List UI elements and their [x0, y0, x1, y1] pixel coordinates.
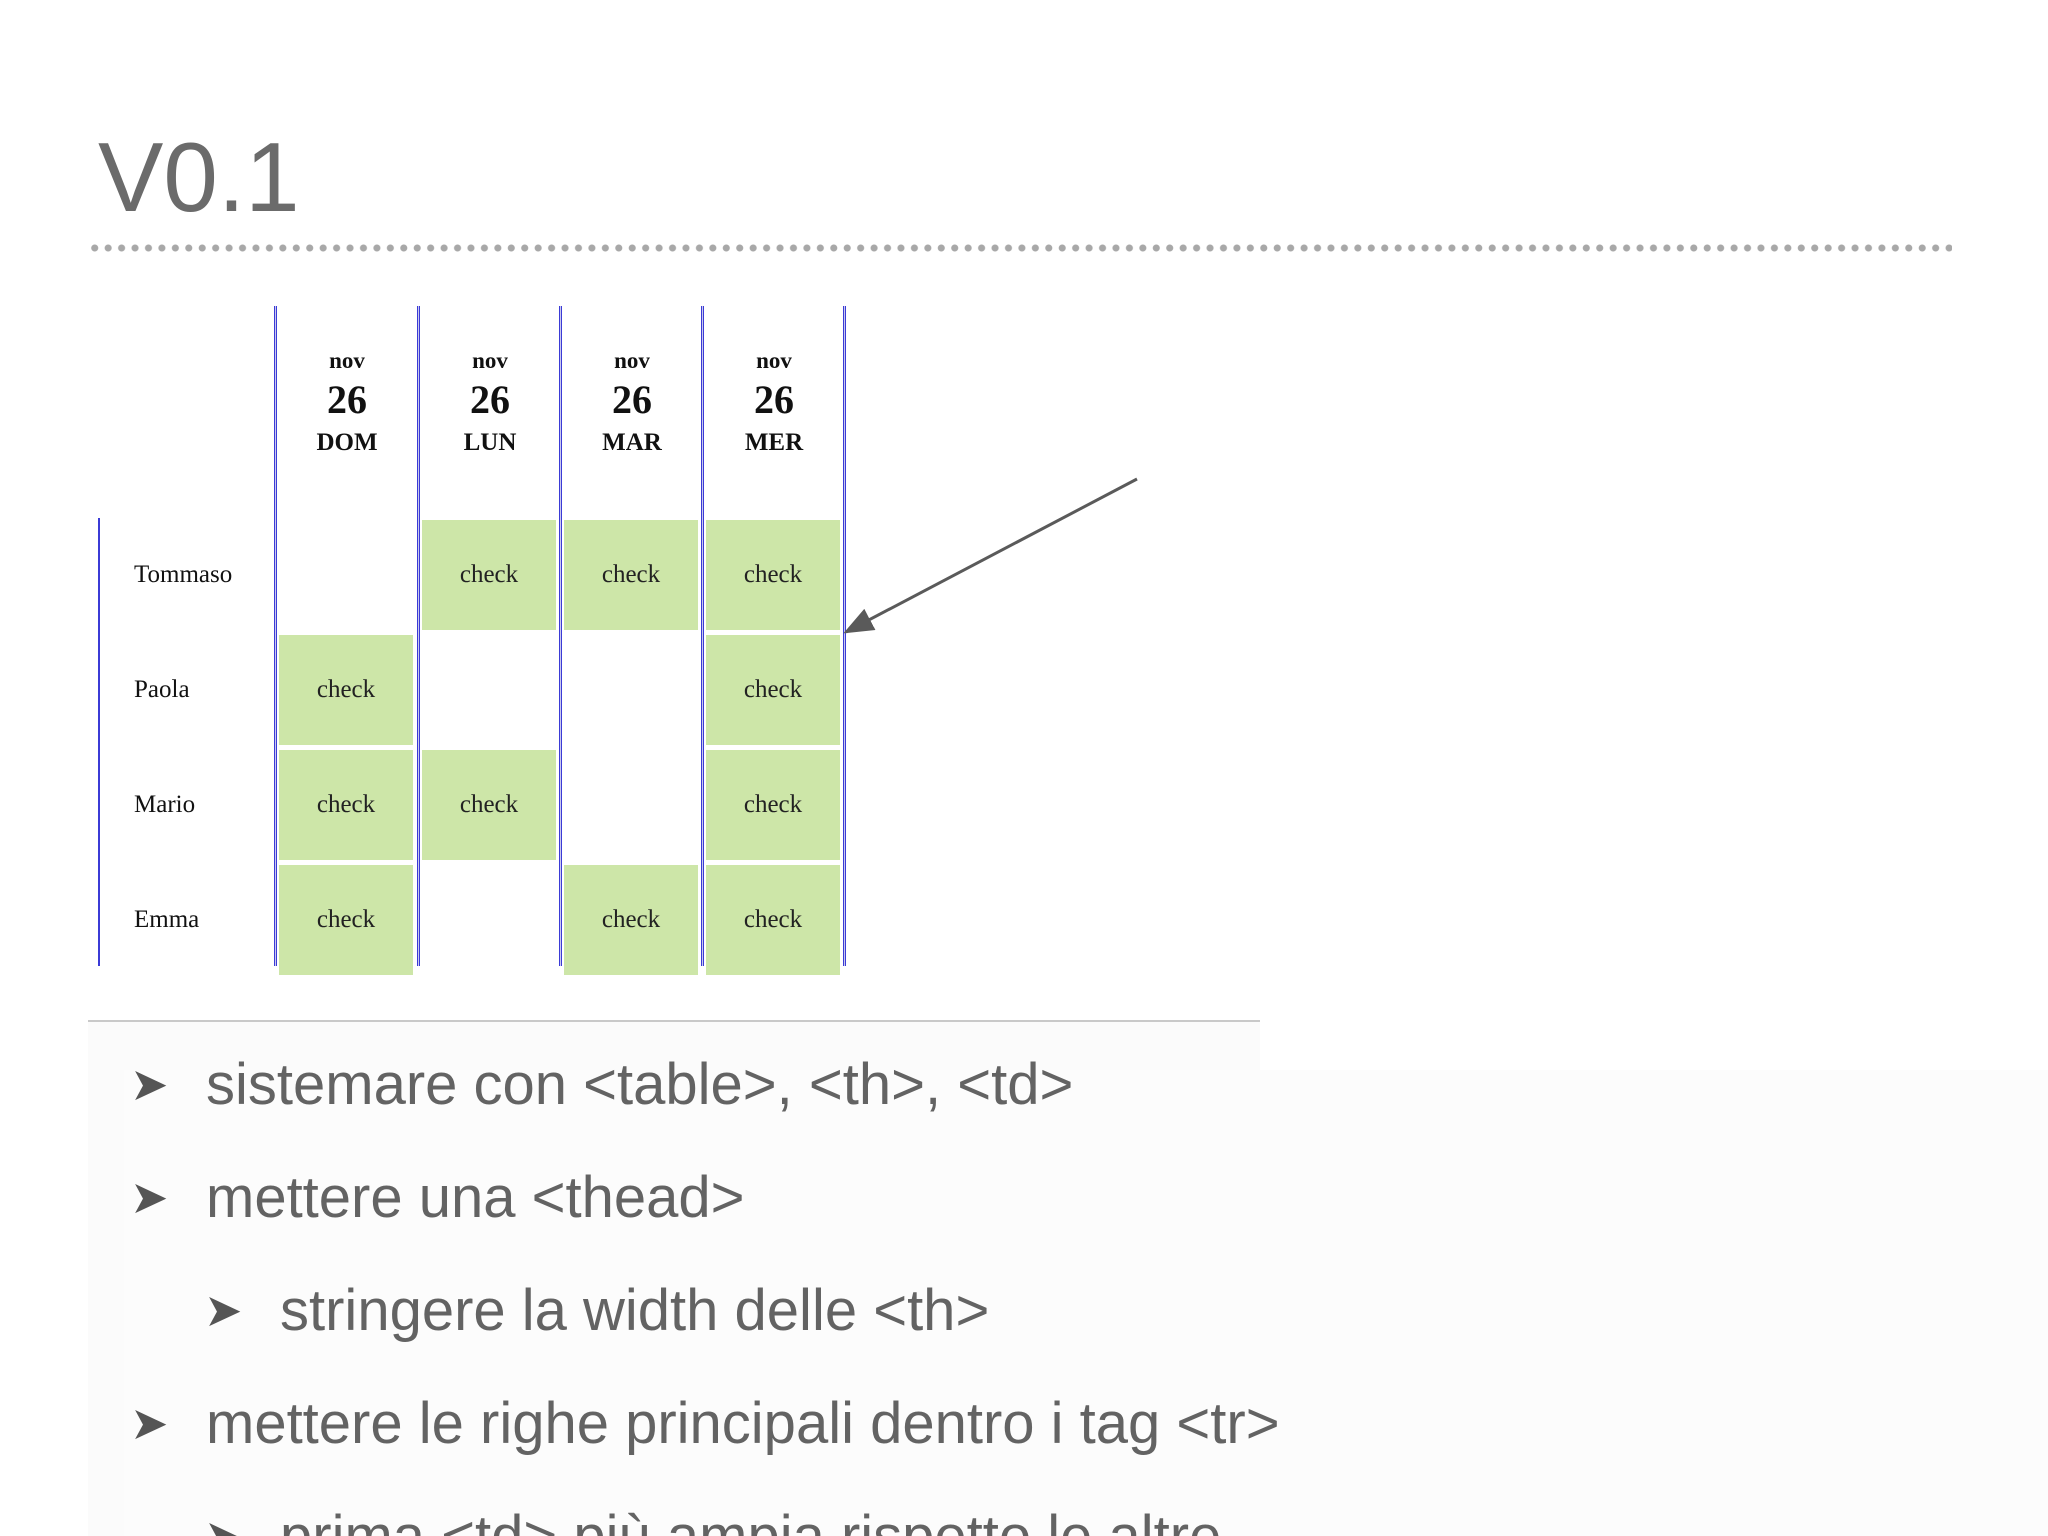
schedule-cell: check	[706, 865, 840, 975]
row-name: Mario	[134, 791, 196, 818]
column-month: nov	[329, 348, 365, 373]
column-weekday: MER	[744, 429, 804, 456]
schedule-cell	[564, 635, 698, 745]
column-day: 26	[612, 377, 652, 422]
row-name: Tommaso	[134, 561, 233, 588]
row-name: Emma	[134, 906, 200, 933]
schedule-cell: check	[564, 520, 698, 630]
column-header-mer: nov 26 MER	[706, 346, 842, 462]
schedule-cell	[422, 865, 556, 975]
schedule-cell: check	[422, 750, 556, 860]
bullet-text: mettere le righe principali dentro i tag…	[206, 1390, 1280, 1456]
arrow-icon	[843, 477, 1138, 634]
bullet-item: ➤ mettere le righe principali dentro i t…	[130, 1373, 1280, 1473]
schedule-cell: check	[564, 865, 698, 975]
bullet-text: mettere una <thead>	[206, 1164, 745, 1230]
schedule-cell: check	[706, 520, 840, 630]
bullet-item-sub: ➤ prima <td> più ampia rispetto le altre	[204, 1486, 1221, 1536]
column-weekday: LUN	[463, 429, 517, 456]
schedule-cell	[279, 520, 413, 630]
row-label-border	[98, 518, 100, 966]
bullet-arrow-icon: ➤	[130, 1397, 169, 1449]
column-day: 26	[327, 377, 367, 422]
column-border	[843, 306, 846, 966]
bullet-item: ➤ sistemare con <table>, <th>, <td>	[130, 1034, 1073, 1134]
bullet-text: prima <td> più ampia rispetto le altre	[280, 1503, 1222, 1536]
embedded-screenshot-background-extension	[124, 1070, 2048, 1536]
column-month: nov	[614, 348, 650, 373]
slide-title: V0.1	[98, 122, 300, 232]
schedule-table: nov 26 DOM nov 26 LUN nov 26 MAR nov 26 …	[98, 306, 846, 975]
schedule-cell: check	[706, 635, 840, 745]
schedule-cell: check	[279, 635, 413, 745]
schedule-cell: check	[279, 750, 413, 860]
column-border	[559, 306, 562, 966]
bullet-arrow-icon: ➤	[130, 1058, 169, 1110]
column-weekday: MAR	[602, 429, 662, 456]
column-border	[701, 306, 704, 966]
schedule-cell	[422, 635, 556, 745]
row-name: Paola	[134, 676, 190, 703]
bullet-arrow-icon: ➤	[204, 1510, 243, 1536]
column-header-mar: nov 26 MAR	[564, 346, 700, 462]
column-day: 26	[754, 377, 794, 422]
embedded-screenshot-divider	[88, 1020, 1260, 1022]
schedule-cell: check	[706, 750, 840, 860]
bullet-arrow-icon: ➤	[204, 1284, 243, 1336]
schedule-cell	[564, 750, 698, 860]
column-month: nov	[756, 348, 792, 373]
bullet-text: stringere la width delle <th>	[280, 1277, 990, 1343]
column-month: nov	[472, 348, 508, 373]
column-header-dom: nov 26 DOM	[279, 346, 415, 462]
column-border	[274, 306, 277, 966]
bullet-item-sub: ➤ stringere la width delle <th>	[204, 1260, 989, 1360]
column-border	[417, 306, 420, 966]
bullet-text: sistemare con <table>, <th>, <td>	[206, 1051, 1074, 1117]
schedule-cell: check	[422, 520, 556, 630]
column-day: 26	[470, 377, 510, 422]
title-dotted-rule	[88, 244, 1952, 252]
bullet-arrow-icon: ➤	[130, 1171, 169, 1223]
column-header-lun: nov 26 LUN	[422, 346, 558, 462]
bullet-item: ➤ mettere una <thead>	[130, 1147, 745, 1247]
schedule-cell: check	[279, 865, 413, 975]
column-weekday: DOM	[316, 429, 378, 456]
